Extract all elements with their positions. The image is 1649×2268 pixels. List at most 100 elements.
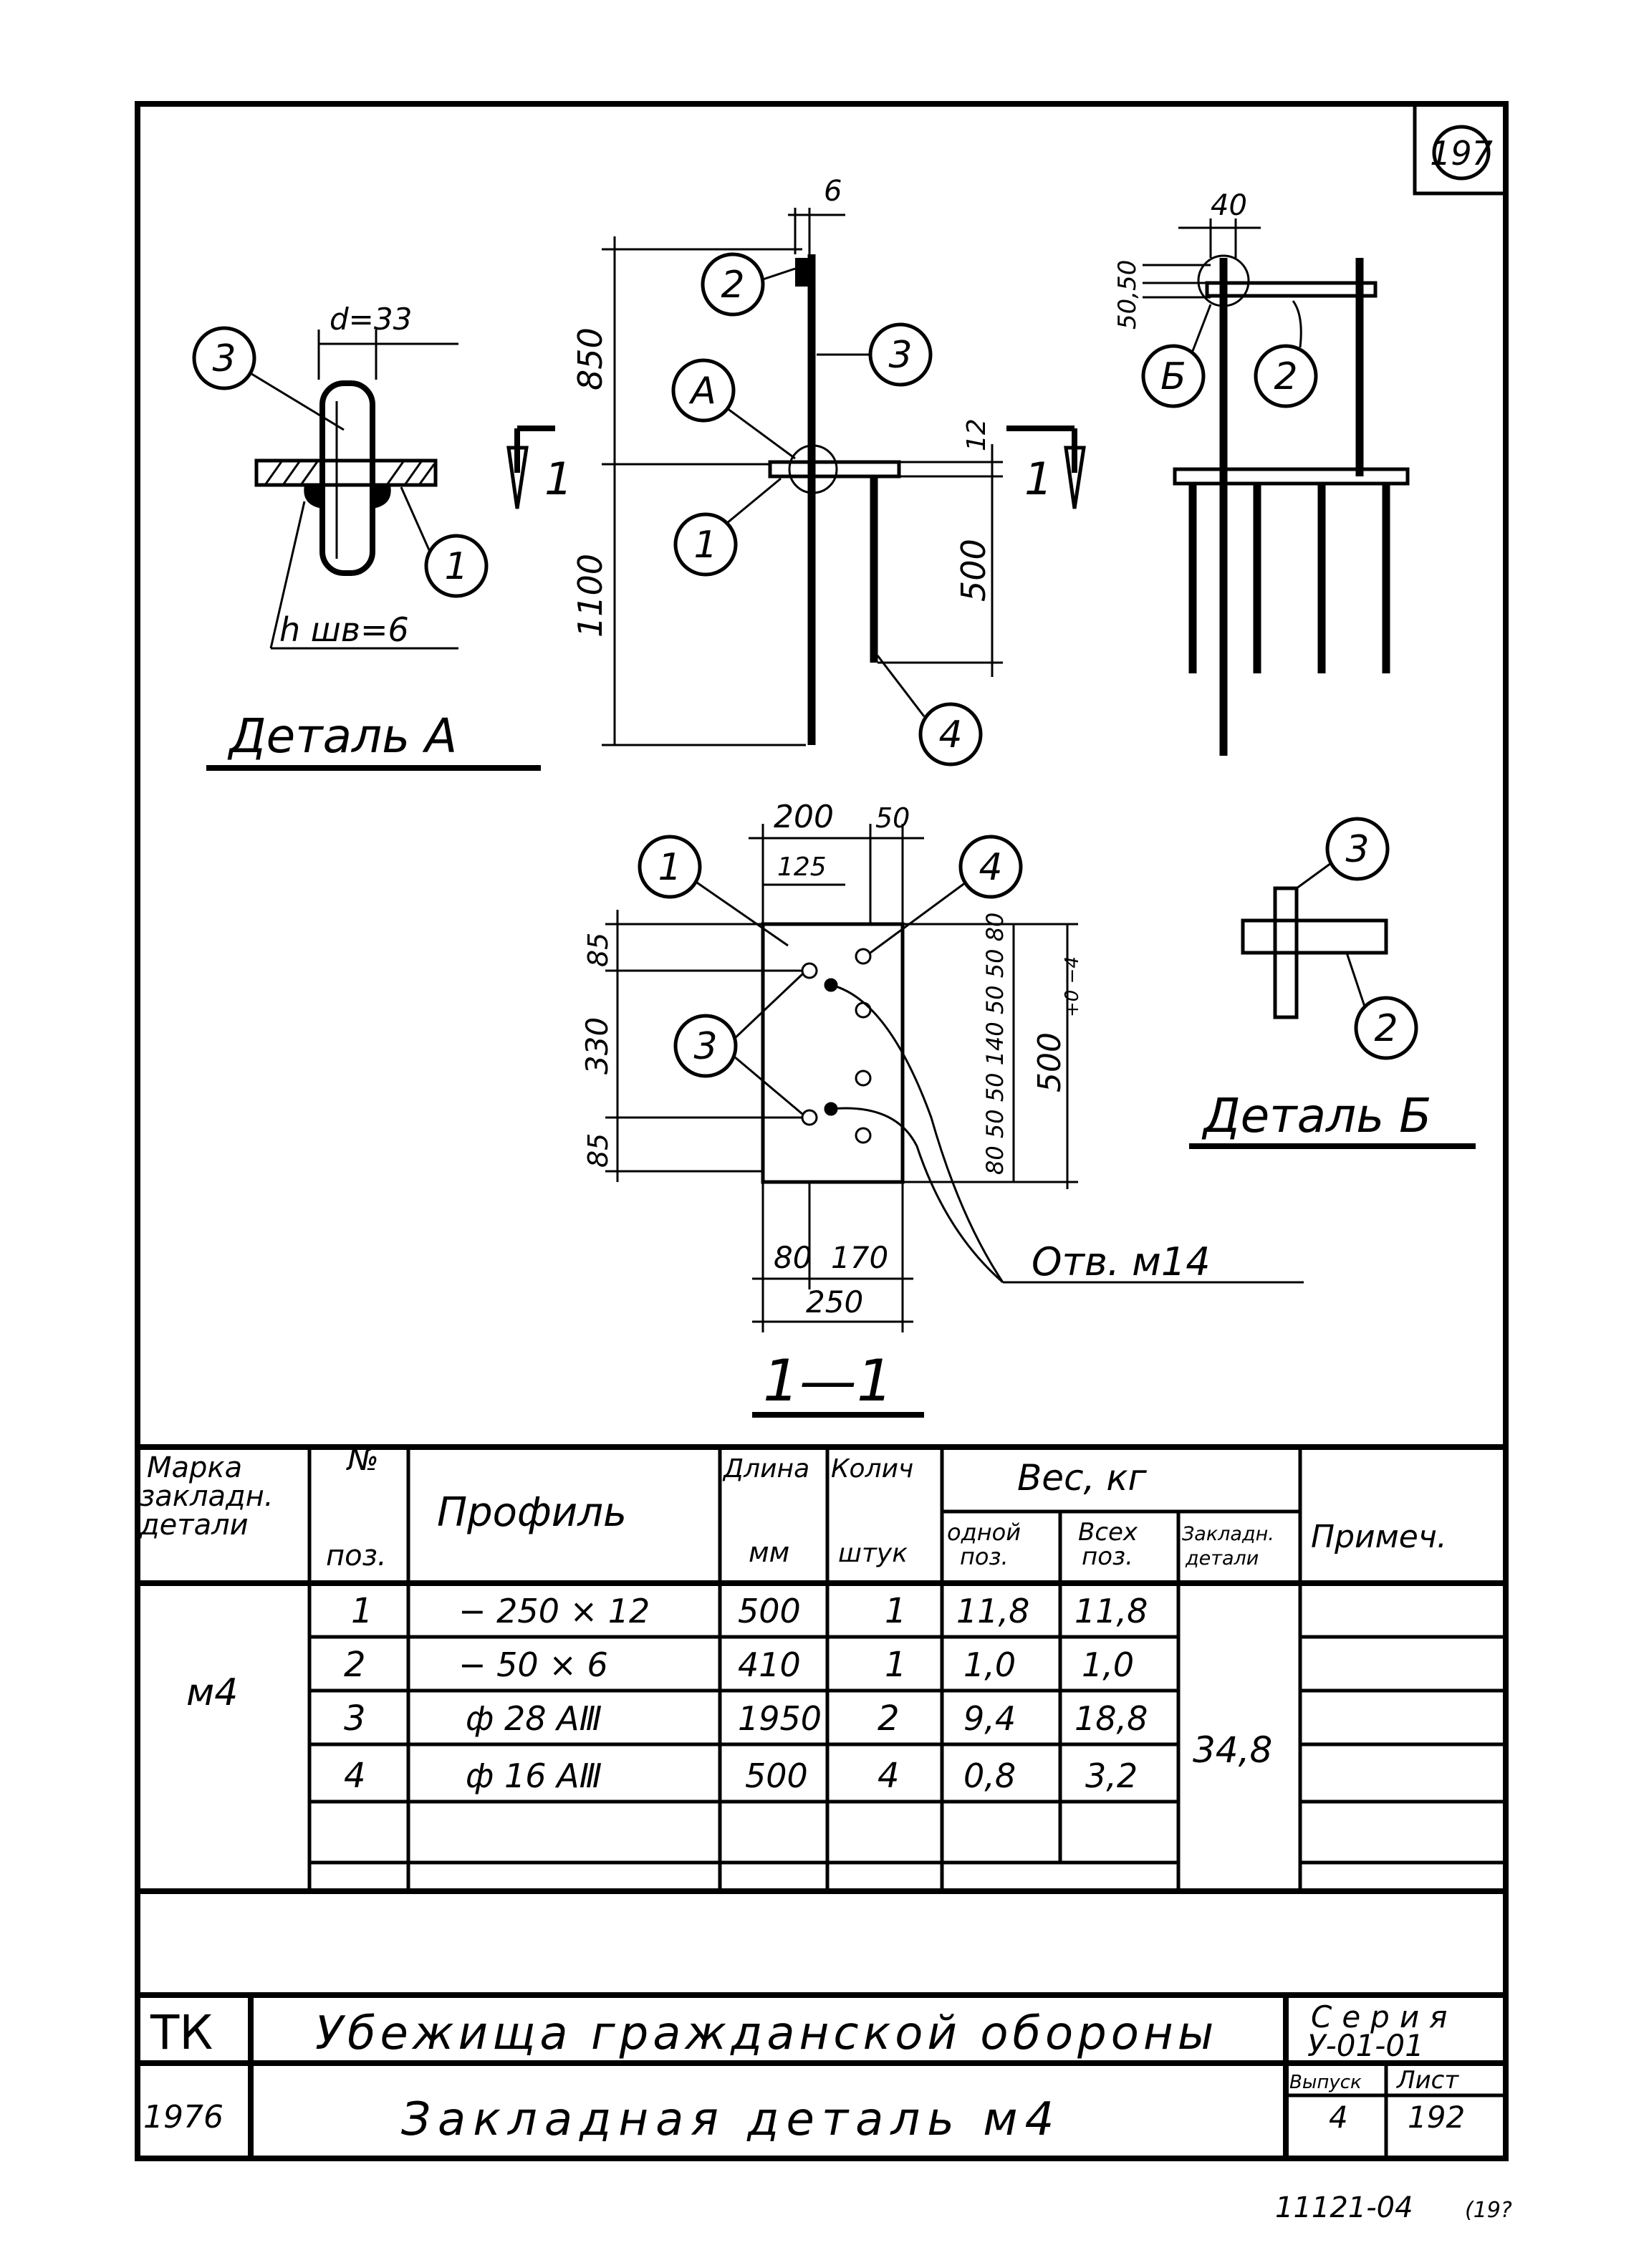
- detail-a-callout-3: [192, 326, 256, 390]
- detail-b-title: Деталь Б: [1201, 1088, 1431, 1143]
- section-tolerance: +0 −4: [1062, 956, 1083, 1017]
- elevation-callout-2-label: 2: [721, 264, 744, 307]
- sheet-frame: [135, 101, 1509, 2161]
- row-qty: 1: [885, 1645, 907, 1685]
- detail-a-callout-1: [424, 534, 489, 598]
- detail-a-title: Деталь А: [227, 708, 457, 764]
- side-view-callout-2: [1254, 344, 1318, 408]
- section-left-dim-2: 330: [580, 1017, 615, 1075]
- header-length-bottom: мм: [749, 1537, 789, 1568]
- side-view-callout-b: [1141, 344, 1206, 408]
- detail-a-plate: [254, 458, 438, 487]
- section-bottom-dim-2: 170: [831, 1240, 888, 1275]
- section-left-dim-3: 85: [582, 1133, 614, 1168]
- row-pos: 4: [344, 1756, 366, 1796]
- side-view-callout-2-label: 2: [1274, 355, 1297, 398]
- detail-a-diameter: d=33: [330, 302, 412, 337]
- detail-a-bar: [319, 380, 375, 576]
- row-profile: − 250 × 12: [458, 1592, 650, 1630]
- section-holes-note: Отв. м14: [1032, 1239, 1211, 1284]
- elevation-callout-1-label: 1: [693, 524, 717, 567]
- section-overall-width: 250: [806, 1284, 863, 1320]
- title-project: Убежища гражданской обороны: [315, 2007, 1218, 2060]
- section-title: 1—1: [763, 1347, 893, 1414]
- corner-number-box: 197: [1413, 104, 1506, 196]
- header-note: Примеч.: [1311, 1519, 1447, 1555]
- title-sheet-value: 192: [1408, 2100, 1465, 2135]
- row-qty: 4: [878, 1756, 900, 1796]
- elevation-dim-plate: 12: [962, 418, 991, 451]
- section-callout-4: [958, 835, 1023, 899]
- section-callout-4-label: 4: [979, 846, 1002, 889]
- side-view-dim-strip: 50,50: [1113, 260, 1142, 330]
- row-weight-all: 3,2: [1085, 1757, 1138, 1795]
- side-view-plate: [1173, 467, 1410, 486]
- title-org: ТК: [150, 2005, 213, 2060]
- section-callout-1: [638, 835, 702, 899]
- elevation-dim-upper: 850: [571, 327, 610, 390]
- elevation-view: 850 1100 6 12 500 2 3 А 1 4: [506, 175, 1086, 767]
- row-length: 500: [738, 1592, 801, 1630]
- detail-a-weld-right: [372, 485, 391, 509]
- row-length: 410: [738, 1645, 801, 1684]
- row-profile: ф 16 АⅢ: [466, 1757, 602, 1795]
- section-1-1: Отв. м14 200 50 125 85 330 85 80 50 50 1…: [580, 799, 1304, 1418]
- elevation-callout-a: [671, 358, 736, 423]
- title-series-label: Серия: [1311, 1999, 1457, 2034]
- footer-code: 11121-04: [1275, 2191, 1413, 2224]
- header-pos-bottom: поз.: [326, 1539, 387, 1572]
- header-length-top: Длина: [722, 1454, 809, 1484]
- detail-b-callout-3: [1325, 817, 1390, 881]
- title-sheet-label: Лист: [1395, 2066, 1459, 2095]
- row-profile: ф 28 АⅢ: [466, 1699, 602, 1738]
- section-bottom-dim-1: 80: [774, 1240, 812, 1275]
- section-overall-height: 500: [1032, 1032, 1068, 1092]
- title-issue-label: Выпуск: [1289, 2072, 1362, 2093]
- elevation-dim-top: 6: [824, 175, 842, 208]
- row-weight-all: 18,8: [1075, 1699, 1148, 1738]
- elevation-dim-lower: 1100: [571, 554, 610, 638]
- row-length: 500: [745, 1757, 808, 1795]
- row-qty: 1: [885, 1591, 907, 1631]
- title-sheet: Закладная деталь м4: [401, 2093, 1061, 2146]
- section-mark-right: 1: [1006, 426, 1086, 509]
- table-row: 1 − 250 × 12 500 1 11,8 11,8: [351, 1591, 1148, 1631]
- row-qty: 2: [878, 1698, 900, 1739]
- side-view-callout-b-label: Б: [1160, 355, 1186, 398]
- header-weight: Вес, кг: [1017, 1457, 1148, 1499]
- row-length: 1950: [738, 1699, 822, 1738]
- detail-b-callout-3-label: 3: [1345, 828, 1369, 871]
- header-pos-top: №: [346, 1442, 379, 1477]
- section-plate: [761, 922, 905, 1184]
- elevation-callout-a-label: А: [688, 370, 716, 413]
- detail-a-callout-3-label: 3: [212, 337, 236, 380]
- side-view: 40 50,50 Б 2: [1113, 189, 1410, 756]
- corner-number: 197: [1430, 134, 1493, 173]
- detail-b-strip: [1241, 918, 1388, 955]
- row-pos: 2: [344, 1645, 366, 1685]
- detail-b-callout-2-label: 2: [1374, 1007, 1398, 1050]
- elevation-callout-4-label: 4: [938, 713, 962, 756]
- section-right-dims: 80 50 50 140 50 50 80: [981, 913, 1009, 1175]
- side-view-anchors: [1188, 484, 1390, 673]
- row-profile: − 50 × 6: [458, 1645, 608, 1684]
- title-series-value: У-01-01: [1307, 2028, 1424, 2063]
- elevation-callout-2: [701, 252, 765, 317]
- detail-a: d=33 3 1 h шв=6 Деталь А: [192, 302, 541, 771]
- section-left-dim-1: 85: [582, 933, 614, 967]
- title-issue-value: 4: [1329, 2100, 1348, 2135]
- section-callout-3-label: 3: [693, 1025, 717, 1068]
- title-block: ТК 1976 Убежища гражданской обороны Закл…: [138, 1992, 1506, 2158]
- side-view-dim-gap: 40: [1211, 189, 1247, 222]
- row-weight-one: 9,4: [963, 1699, 1016, 1738]
- section-top-dim-2: 50: [875, 802, 910, 834]
- section-inner-dim: 125: [777, 852, 827, 882]
- footer-extra: (19?: [1465, 2198, 1512, 2223]
- title-year: 1976: [143, 2099, 223, 2135]
- header-qty-bottom: штук: [838, 1539, 908, 1568]
